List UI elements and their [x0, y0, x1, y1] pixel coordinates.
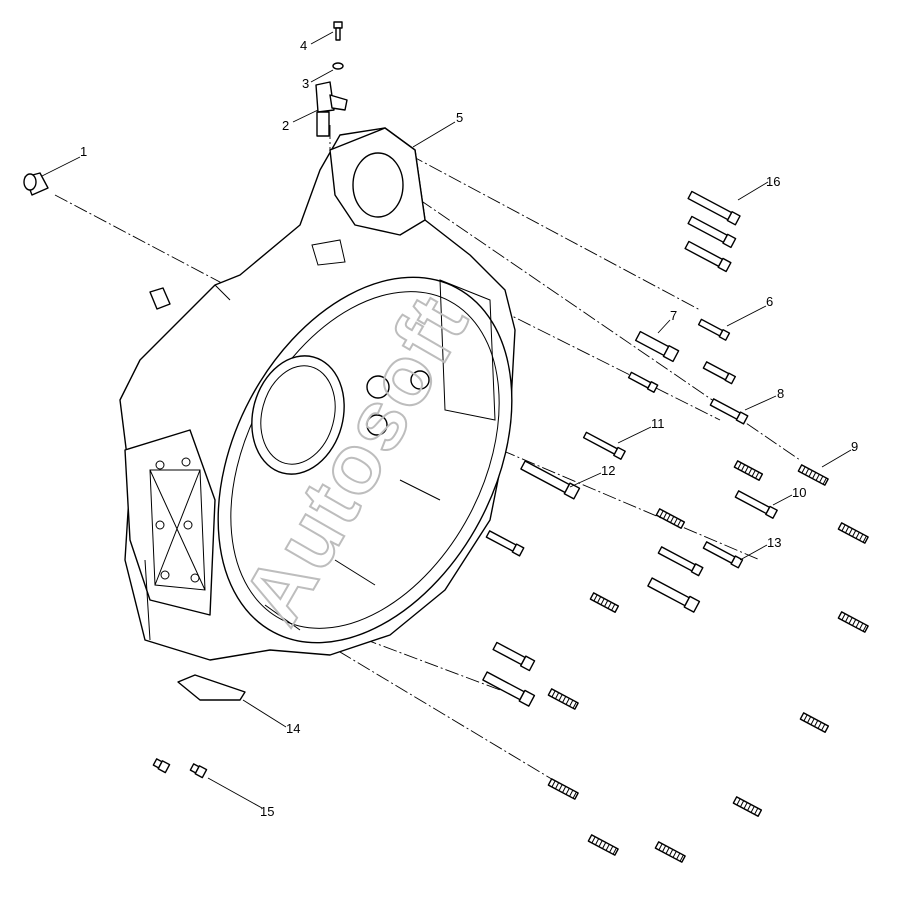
callout-6: 6 — [766, 294, 773, 309]
bolt — [634, 330, 680, 363]
stud — [797, 464, 829, 486]
callout-12: 12 — [601, 463, 615, 478]
stud — [732, 796, 763, 817]
speed-sensor — [315, 81, 348, 137]
bolt — [702, 361, 737, 385]
callout-16: 16 — [766, 174, 780, 189]
bolt — [684, 240, 732, 273]
callout-labels: 1 2 3 4 5 6 7 8 9 10 11 12 13 14 15 16 — [80, 38, 858, 819]
stud — [733, 460, 764, 481]
callout-15: 15 — [260, 804, 274, 819]
callout-4: 4 — [300, 38, 307, 53]
callout-2: 2 — [282, 118, 289, 133]
sensor-o-ring — [332, 62, 344, 70]
fasteners — [152, 190, 869, 863]
bolt — [734, 490, 778, 519]
callout-1: 1 — [80, 144, 87, 159]
bolt — [702, 541, 744, 569]
stud — [654, 841, 686, 863]
bolt — [647, 577, 701, 613]
callout-14: 14 — [286, 721, 300, 736]
bolt — [582, 431, 626, 460]
bolt — [687, 215, 737, 249]
bolt — [482, 671, 536, 707]
stud — [547, 778, 579, 800]
bolt — [697, 318, 731, 341]
callout-9: 9 — [851, 439, 858, 454]
bolt — [152, 758, 171, 774]
stud — [799, 712, 830, 733]
bolt — [657, 546, 704, 577]
stud — [587, 834, 619, 856]
callout-5: 5 — [456, 110, 463, 125]
leader-lines — [41, 31, 852, 809]
callout-8: 8 — [777, 386, 784, 401]
callout-7: 7 — [670, 308, 677, 323]
flywheel-housing — [119, 127, 516, 661]
callout-3: 3 — [302, 76, 309, 91]
bolt — [189, 763, 208, 779]
dowel-bushings — [23, 172, 171, 310]
callout-10: 10 — [792, 485, 806, 500]
bolt — [709, 398, 749, 425]
bolt — [687, 190, 741, 226]
bolt — [485, 530, 525, 557]
sensor-screw — [333, 21, 343, 41]
stud — [837, 522, 869, 544]
bolt — [627, 371, 659, 393]
stud — [837, 611, 869, 633]
stud — [589, 592, 620, 613]
gasket — [177, 674, 246, 701]
callout-11: 11 — [651, 416, 665, 431]
stud — [655, 508, 686, 529]
callout-13: 13 — [767, 535, 781, 550]
stud — [547, 688, 579, 710]
bolt — [520, 460, 581, 500]
bolt — [492, 641, 536, 672]
